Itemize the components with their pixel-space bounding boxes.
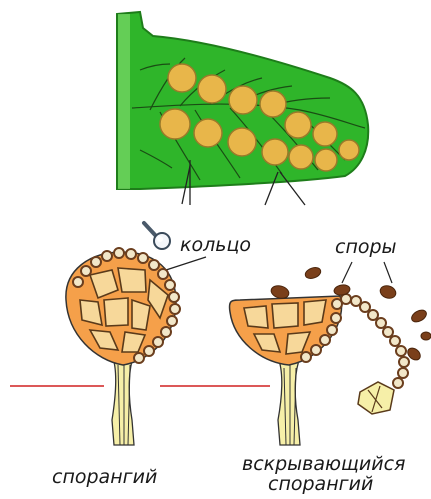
sorus: [289, 145, 313, 169]
sporangium-stalk: [278, 358, 300, 445]
sorus: [160, 109, 190, 139]
sorus: [198, 75, 226, 103]
sorus: [313, 122, 337, 146]
sorus: [285, 112, 311, 138]
spore: [378, 284, 397, 301]
sorus: [315, 149, 337, 171]
spore: [410, 308, 429, 325]
closed-sporangium: [66, 248, 180, 445]
sorus: [168, 64, 196, 92]
sporangium-stalk: [112, 355, 134, 445]
magnifier-icon: [144, 223, 170, 249]
sorus: [260, 91, 286, 117]
opening-sporangium: [229, 294, 409, 445]
sorus: [194, 119, 222, 147]
spores-pointer-lines: [342, 262, 392, 283]
sporangium-label: спорангий: [52, 468, 157, 487]
spore: [421, 332, 431, 340]
fern-leaf-segment: [117, 12, 368, 205]
sorus: [229, 86, 257, 114]
ring-label: кольцо: [180, 236, 251, 255]
leaf-midrib-highlight: [118, 14, 130, 189]
opening-sporangium-label-line2: спорангий: [268, 475, 373, 494]
spore: [304, 266, 322, 281]
sorus: [228, 128, 256, 156]
sorus: [262, 139, 288, 165]
sorus: [339, 140, 359, 160]
ring-pointer-line: [166, 257, 206, 270]
opening-sporangium-label-line1: вскрывающийся: [242, 455, 406, 474]
spores-label: споры: [335, 238, 397, 257]
